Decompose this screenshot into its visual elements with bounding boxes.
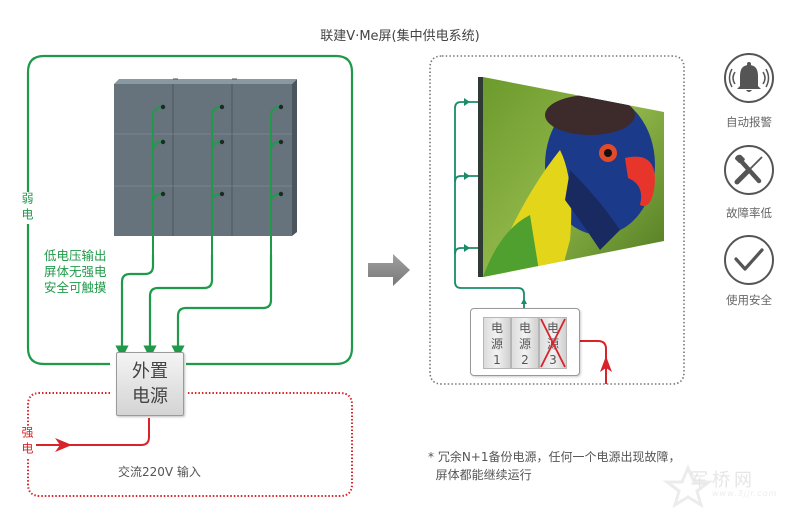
feature-label-safe: 使用安全 (726, 293, 772, 307)
panel-connectors (160, 104, 284, 197)
diagram-title: 联建V·Me屏(集中供电系统) (320, 29, 480, 44)
footnote: * 冗余N+1备份电源，任何一个电源出现故障， 屏体都能继续运行 (428, 448, 681, 484)
parrot-image (483, 95, 655, 277)
power-unit-number: 3 (549, 353, 557, 367)
ac-input-label: 交流220V 输入 (118, 465, 201, 479)
low-voltage-line: 低电压输出 (44, 248, 107, 263)
psu-feed-cables (115, 255, 273, 359)
feature-label-alarm: 自动报警 (726, 115, 772, 129)
psu-label-line: 外置 (132, 361, 168, 382)
watermark-url: www.3jjr.com (712, 489, 778, 498)
footnote-bullet: * (428, 450, 434, 464)
checkmark-icon (724, 235, 774, 285)
feature-label-low-failure: 故障率低 (726, 206, 772, 220)
footnote-line: 屏体都能继续运行 (435, 468, 532, 482)
wrench-screwdriver-icon (724, 145, 774, 195)
low-voltage-line: 安全可触摸 (44, 280, 107, 295)
display-cable-arrows (464, 98, 527, 304)
strong-current-loop (27, 392, 353, 497)
watermark-text: 军桥网 (690, 470, 756, 491)
ac-input-arrow (55, 438, 72, 452)
power-unit-3: 电 源 3 (539, 317, 567, 369)
power-unit-number: 2 (521, 353, 529, 367)
redundant-psu-box: 电 源 1 电 源 2 电 源 3 (470, 308, 580, 376)
transition-arrow (368, 254, 410, 286)
psu-ac-input-line (578, 340, 607, 384)
weak-current-label: 弱电 (19, 192, 36, 224)
power-unit-text: 电 (518, 321, 531, 335)
power-unit-2: 电 源 2 (511, 317, 539, 369)
watermark-star-icon (662, 464, 714, 509)
low-voltage-note: 低电压输出屏体无强电安全可触摸 (44, 248, 107, 296)
psu-ac-input-arrow (600, 356, 612, 372)
weak-current-loop (26, 54, 354, 366)
power-unit-1: 电 源 1 (483, 317, 511, 369)
power-unit-text: 电 (490, 321, 503, 335)
panel-cables (152, 106, 280, 255)
power-unit-text: 源 (518, 337, 531, 351)
strong-current-label: 强电 (19, 426, 36, 458)
power-unit-text: 电 (546, 321, 559, 335)
bell-alarm-icon (724, 53, 774, 103)
external-power-supply: 外置 电源 (116, 352, 184, 416)
power-unit-text: 源 (490, 337, 503, 351)
low-voltage-line: 屏体无强电 (44, 264, 107, 279)
power-unit-number: 1 (493, 353, 501, 367)
led-display (478, 77, 664, 277)
psu-label-line: 电源 (132, 386, 168, 407)
ac-input-line (36, 418, 150, 446)
footnote-line: 冗余N+1备份电源，任何一个电源出现故障， (437, 450, 681, 464)
led-screen-wall (114, 78, 297, 236)
failed-x-icon (540, 318, 566, 368)
